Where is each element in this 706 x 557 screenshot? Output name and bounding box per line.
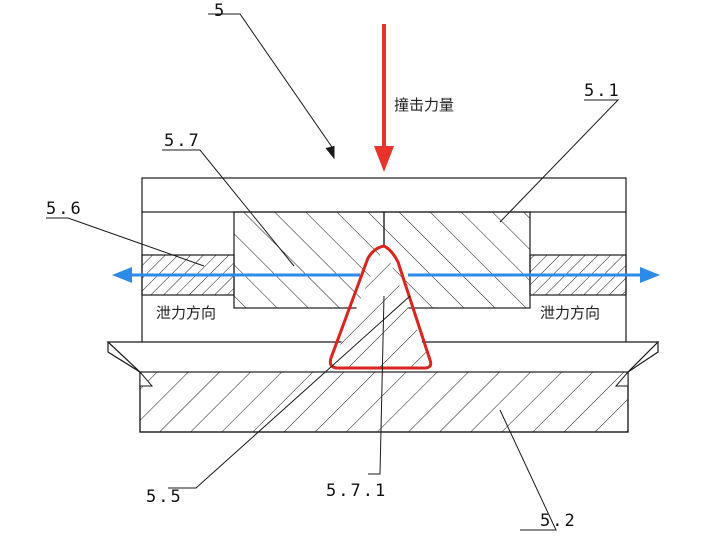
release-arrow-right	[408, 267, 660, 283]
release-direction-left: 泄力方向	[156, 304, 216, 322]
pressure-block-right	[383, 211, 531, 309]
wedge-outline	[328, 244, 433, 370]
base-plate	[106, 341, 660, 433]
label-5: 5	[214, 1, 226, 21]
pressure-block-left	[233, 211, 385, 309]
label-5-1: 5.1	[584, 81, 621, 101]
label-5-2: 5.2	[540, 511, 577, 531]
impact-force-label: 撞击力量	[394, 96, 454, 114]
label-5-6: 5.6	[46, 199, 83, 219]
label-5-7: 5.7	[164, 131, 201, 151]
release-direction-right: 泄力方向	[540, 304, 600, 322]
label-5-7-1: 5.7.1	[326, 481, 387, 501]
impact-arrow	[374, 24, 394, 172]
label-5-5: 5.5	[146, 487, 183, 507]
leader-lines	[46, 13, 620, 531]
release-arrow-left	[112, 267, 360, 283]
outer-housing	[141, 177, 627, 342]
wedge-hatch	[330, 246, 432, 368]
